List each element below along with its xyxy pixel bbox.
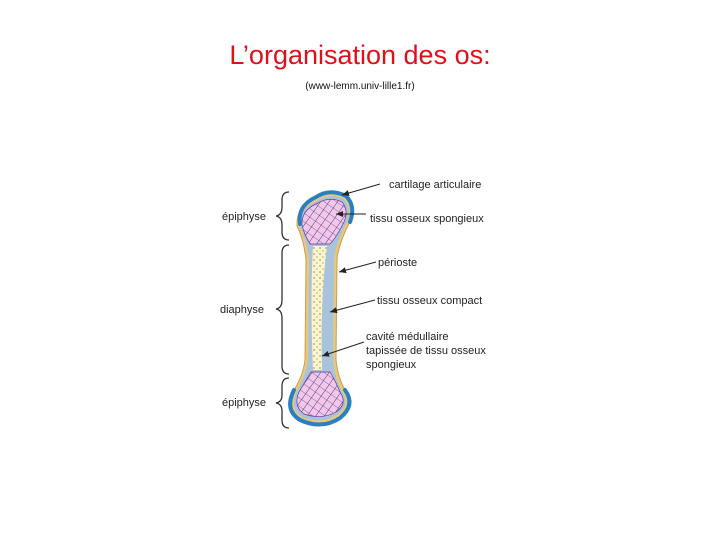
leader-cavity (321, 341, 365, 357)
label-cartilage: cartilage articulaire (389, 179, 481, 191)
region-label-top-epiphyse: épiphyse (222, 211, 266, 223)
leader-lines (321, 183, 381, 357)
source-citation: (www-lemm.univ-lille1.fr) (305, 81, 415, 92)
label-cavity-line1: cavité médullaire (366, 331, 449, 343)
label-spongy: tissu osseux spongieux (370, 213, 484, 225)
articular-cartilage-bottom (288, 388, 352, 427)
label-periosteum: périoste (378, 257, 417, 269)
brace-bottom-epiphyse (275, 377, 290, 429)
spongy-bone-bottom (296, 371, 344, 417)
label-compact: tissu osseux compact (377, 295, 482, 307)
region-label-diaphyse: diaphyse (220, 304, 264, 316)
articular-cartilage-top (297, 190, 355, 226)
leader-cartilage (341, 183, 381, 196)
brace-diaphyse (275, 244, 290, 375)
leader-periosteum (338, 261, 377, 274)
brace-top-epiphyse (275, 191, 290, 241)
label-cavity-line2: tapissée de tissu osseux (366, 345, 486, 357)
slide-title: L’organisation des os: (229, 40, 491, 70)
region-braces (275, 191, 290, 429)
region-label-bottom-epiphyse: épiphyse (222, 397, 266, 409)
medullary-cavity (311, 246, 327, 370)
spongy-bone-top (301, 198, 347, 245)
leader-compact (329, 299, 376, 314)
label-cavity-line3: spongieux (366, 359, 417, 371)
